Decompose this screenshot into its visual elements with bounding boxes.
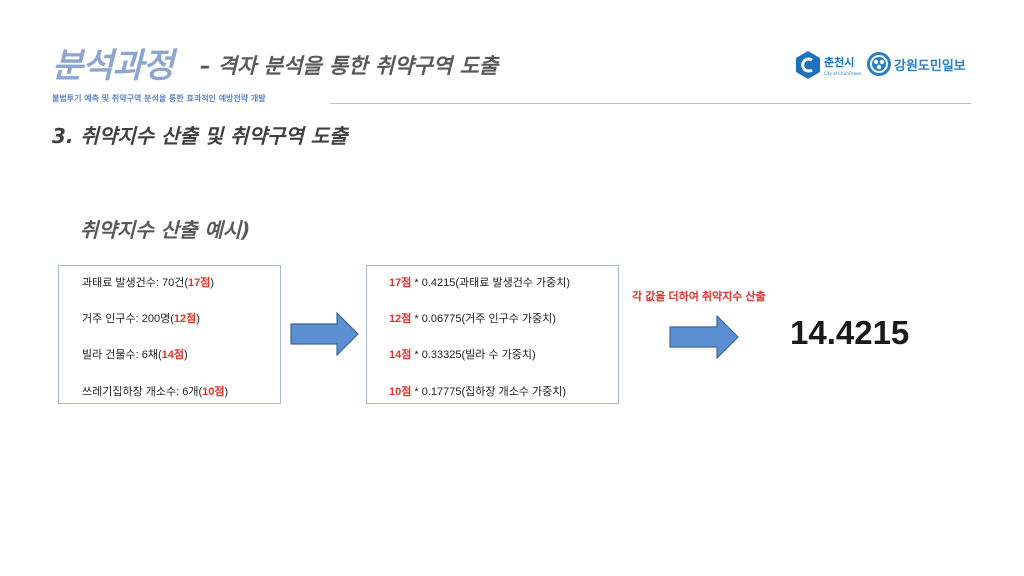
weighted-item: 10점 * 0.17775(집하장 개소수 가중치)	[389, 386, 567, 398]
page-title: 분석과정	[52, 46, 174, 86]
input-item: 빌라 건물수: 6채(14점)	[82, 349, 188, 361]
input-values-box: 과태료 발생건수: 70건(17점) 거주 인구수: 200명(12점) 빌라 …	[58, 265, 281, 404]
chuncheon-logo: 춘천시 City of ChunCheon	[793, 44, 863, 84]
input-item: 거주 인구수: 200명(12점)	[82, 313, 200, 325]
right-arrow-icon	[290, 312, 359, 356]
weighted-item: 14점 * 0.33325(빌라 수 가중치)	[389, 349, 536, 361]
gangwon-logo: 강원도민일보	[866, 50, 976, 80]
input-item: 쓰레기집하장 개소수: 6개(10점)	[82, 386, 229, 398]
vulnerability-index-result: 14.4215	[790, 314, 910, 351]
weighted-values-box: 17점 * 0.4215(과태료 발생건수 가중치) 12점 * 0.06775…	[366, 265, 619, 404]
gangwon-logo-icon	[867, 52, 891, 76]
weighted-item: 12점 * 0.06775(거주 인구수 가중치)	[389, 313, 556, 325]
section-heading: 3. 취약지수 산출 및 취약구역 도출	[52, 124, 348, 148]
chuncheon-logo-text: 춘천시	[824, 56, 855, 69]
example-heading: 취약지수 산출 예시)	[80, 218, 251, 242]
header-divider	[330, 103, 971, 104]
weighted-item: 17점 * 0.4215(과태료 발생건수 가중치)	[389, 277, 571, 289]
project-subheader: 불법투기 예측 및 취약구역 분석을 통한 효과적인 예방전략 개발	[52, 94, 266, 103]
gangwon-logo-text: 강원도민일보	[894, 59, 966, 74]
page-subtitle: – 격자 분석을 통한 취약구역 도출	[200, 54, 499, 78]
input-item: 과태료 발생건수: 70건(17점)	[82, 277, 215, 289]
chuncheon-logo-eng: City of ChunCheon	[824, 71, 862, 76]
chuncheon-logo-icon	[796, 51, 820, 79]
right-arrow-icon	[669, 315, 739, 359]
sum-note: 각 값을 더하여 취약지수 산출	[632, 291, 766, 303]
